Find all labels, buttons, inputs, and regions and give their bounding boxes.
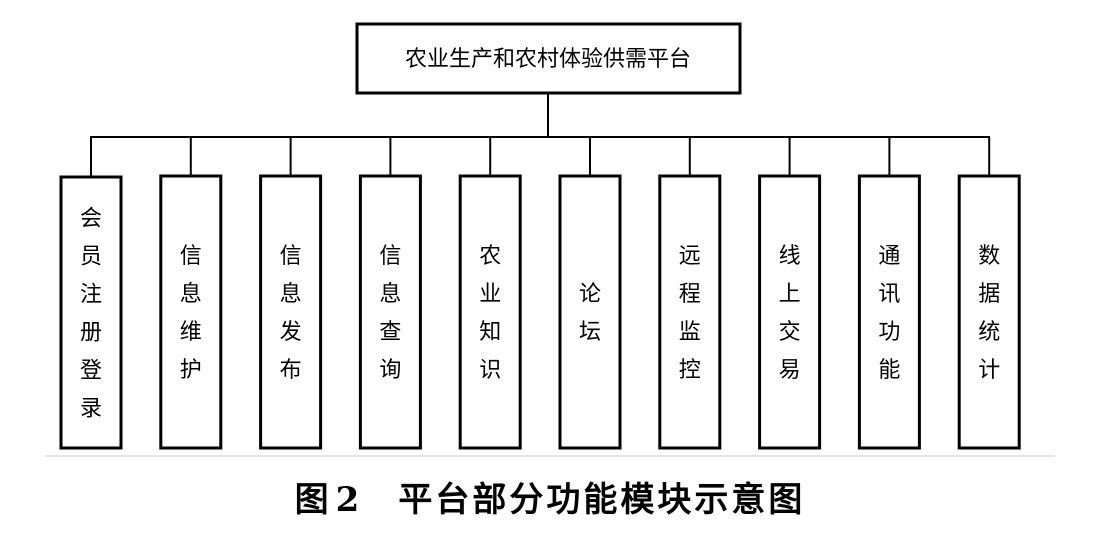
module-box [358, 174, 422, 450]
module-box [159, 174, 223, 450]
module-label: 信息维护 [180, 244, 202, 383]
module-label: 论坛 [579, 282, 601, 345]
module-box [558, 174, 622, 450]
module-label: 通讯功能 [878, 244, 900, 383]
module-label: 信息发布 [280, 244, 302, 383]
module-label: 数据统计 [978, 244, 1000, 383]
root-box [355, 22, 742, 95]
module-boxes: 会员注册登录 信息维护 信息发布 信息查询 农业知识 论坛 远程监控 线上交易 通讯功能 数据统计 [59, 137, 1021, 450]
module-box [59, 175, 123, 450]
caption-text: 平台部分功能模块示意图 [398, 480, 806, 520]
root-label: 农业生产和农村体验供需平台 [405, 47, 691, 72]
module-label: 远程监控 [679, 244, 701, 383]
module-box [658, 174, 722, 450]
caption-figure: 图 [294, 480, 332, 520]
caption-number: 2 [335, 480, 363, 520]
module-label: 农业知识 [479, 244, 501, 383]
module-tree-diagram: 农业生产和农村体验供需平台 会员注册登录 信息维护 信息发布 信息查询 农业知识 论坛 远程… [45, 22, 1055, 457]
module-label: 线上交易 [779, 244, 801, 383]
module-box [458, 174, 522, 450]
module-label: 信息查询 [379, 244, 401, 383]
module-box [857, 174, 921, 450]
module-box [758, 174, 822, 450]
module-box [957, 174, 1021, 450]
module-label: 会员注册登录 [80, 207, 102, 422]
module-box [259, 174, 323, 450]
